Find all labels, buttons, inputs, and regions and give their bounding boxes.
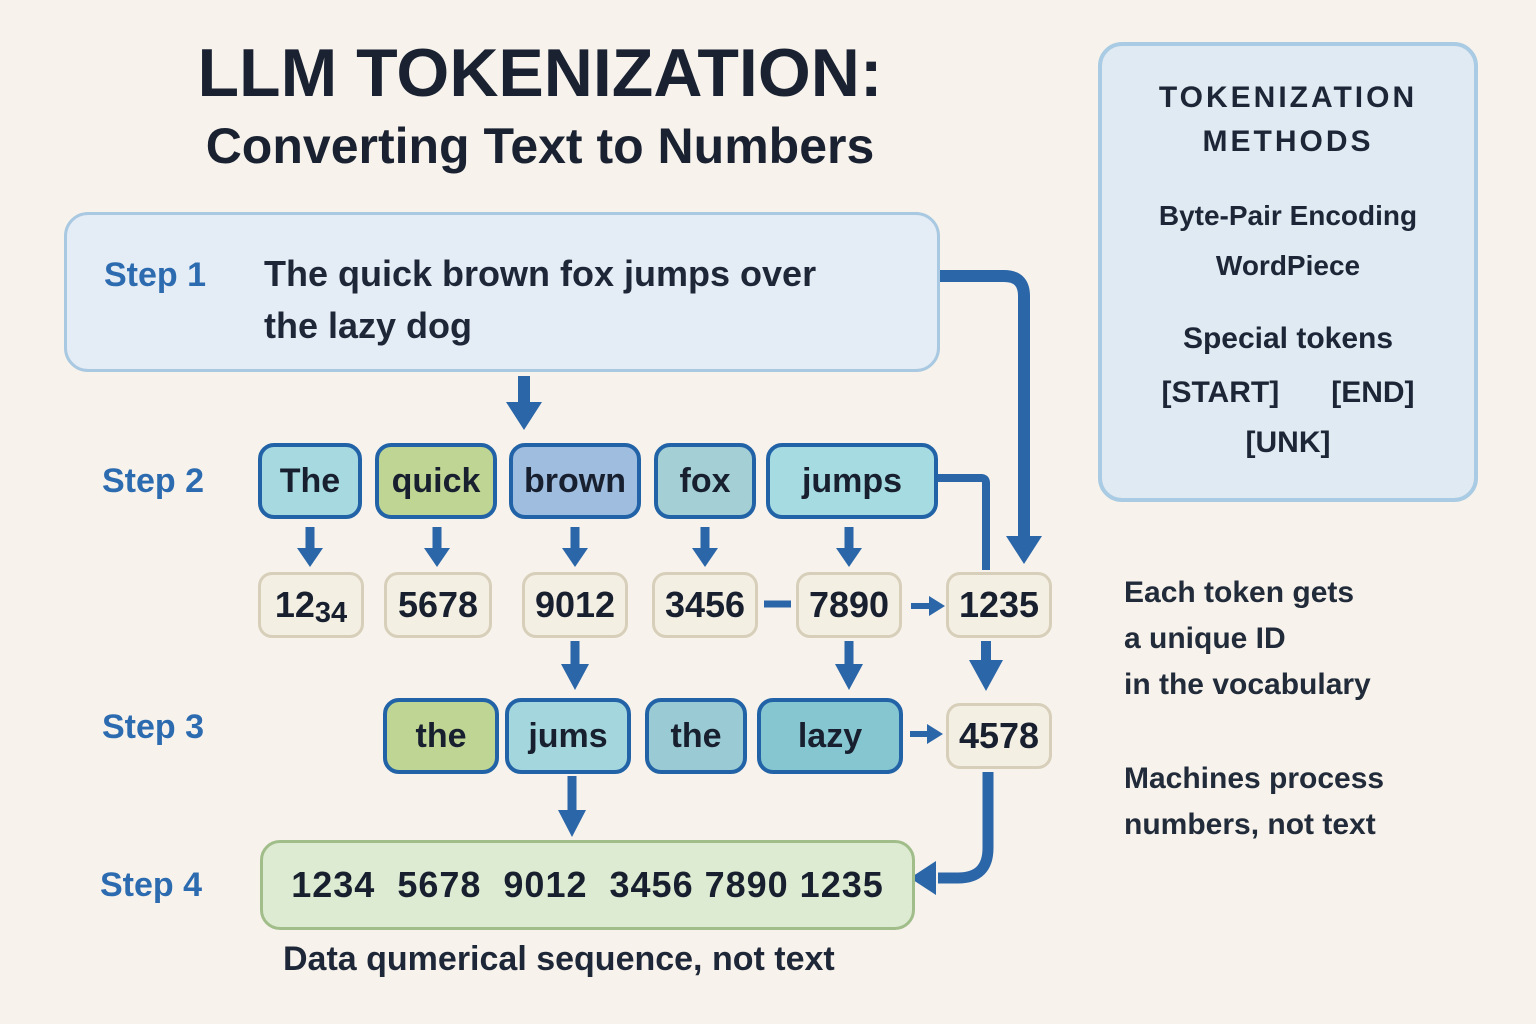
arrow-step1-down <box>506 376 542 430</box>
arrow-id7890-to-id1235 <box>911 596 945 616</box>
token-the-lower-1: the <box>383 698 499 774</box>
id-box-7890: 7890 <box>796 572 902 638</box>
method-byte-pair-encoding: Byte-Pair Encoding <box>1158 200 1418 231</box>
id-box-1235: 1235 <box>946 572 1052 638</box>
page-title: LLM TOKENIZATION: Converting Text to Num… <box>0 35 1080 175</box>
step1-sentence-line1: The quick brown fox jumps over <box>264 253 817 294</box>
arrow-id7890-to-lazy <box>835 641 863 690</box>
token-jumps: jumps <box>766 443 938 519</box>
arrow-token-the-to-id1234 <box>297 527 323 567</box>
step3-label: Step 3 <box>102 708 205 746</box>
connector-id4578-to-step4 <box>910 772 994 895</box>
token-label: lazy <box>797 716 863 755</box>
method-wordpiece: WordPiece <box>1215 250 1361 281</box>
id-value: 9012 <box>534 584 616 625</box>
token-label: the <box>670 716 722 755</box>
id-box-5678: 5678 <box>384 572 492 638</box>
note-line: Machines process <box>1124 762 1385 795</box>
step1-sentence-line2: the lazy dog <box>264 305 473 346</box>
panel-title-line2: METHODS <box>1202 125 1374 158</box>
title-line2: Converting Text to Numbers <box>205 118 875 175</box>
note-machines-process: Machines process numbers, not text <box>1124 756 1384 848</box>
token-lazy: lazy <box>757 698 903 774</box>
token-the-lower-2: the <box>645 698 747 774</box>
token-id-sequence: 1234 5678 9012 3456 7890 1235 <box>291 864 884 905</box>
step1-label: Step 1 <box>104 256 207 294</box>
token-label: quick <box>391 461 481 500</box>
step2-label: Step 2 <box>102 462 205 500</box>
connector-step1-to-id1235 <box>940 270 1042 564</box>
id-value: 5678 <box>397 584 479 625</box>
arrow-jums-to-step4 <box>558 776 586 837</box>
arrow-token-quick-to-id5678 <box>424 527 450 567</box>
step1-panel <box>64 212 940 372</box>
token-label: The <box>279 461 341 500</box>
note-line: numbers, not text <box>1124 808 1376 841</box>
step4-label: Step 4 <box>100 866 203 904</box>
note-line: in the vocabulary <box>1124 668 1371 701</box>
special-token-end: [END] <box>1331 376 1415 409</box>
token-fox: fox <box>654 443 756 519</box>
special-tokens-label: Special tokens <box>1182 322 1394 355</box>
panel-title: TOKENIZATION METHODS <box>1102 76 1474 164</box>
id-value: 12 <box>274 584 315 625</box>
id-box-4578: 4578 <box>946 703 1052 769</box>
note-line: a unique ID <box>1124 622 1286 655</box>
token-label: jumps <box>801 461 903 500</box>
id-value: 7890 <box>808 584 890 625</box>
id-value: 1235 <box>958 584 1040 625</box>
note-unique-id: Each token gets a unique ID in the vocab… <box>1124 570 1371 708</box>
title-line1: LLM TOKENIZATION: <box>197 35 883 111</box>
special-tokens-row: [START] [END] <box>1102 376 1474 410</box>
token-label: fox <box>679 461 731 500</box>
token-jums: jums <box>505 698 631 774</box>
token-the-1: The <box>258 443 362 519</box>
token-brown: brown <box>509 443 641 519</box>
arrow-token-brown-to-id9012 <box>562 527 588 567</box>
id-value-small: 34 <box>314 597 348 629</box>
tokenization-methods-panel: TOKENIZATION METHODS Byte-Pair Encoding … <box>1098 42 1478 502</box>
token-label: brown <box>524 461 626 500</box>
step4-caption: Data qumerical sequence, not text <box>283 940 835 978</box>
token-quick: quick <box>375 443 497 519</box>
panel-title-line1: TOKENIZATION <box>1158 81 1418 114</box>
token-label: the <box>415 716 467 755</box>
arrow-id9012-to-jums <box>561 641 589 690</box>
step4-sequence-box: 1234 5678 9012 3456 7890 1235 <box>260 840 915 930</box>
id-value: 3456 <box>664 584 746 625</box>
arrow-token-jumps-to-id7890 <box>836 527 862 567</box>
id-value: 4578 <box>958 715 1040 756</box>
connector-jumps-to-id1235 <box>938 474 990 570</box>
token-label: jums <box>528 716 608 755</box>
step1-sentence: The quick brown fox jumps over the lazy … <box>264 248 816 352</box>
arrow-lazy-to-id4578 <box>910 724 943 744</box>
id-box-9012: 9012 <box>522 572 628 638</box>
special-token-start: [START] <box>1161 376 1280 409</box>
special-token-unk: [UNK] <box>1245 426 1331 459</box>
arrow-id1235-to-id4578 <box>969 641 1003 691</box>
id-box-3456: 3456 <box>652 572 758 638</box>
note-line: Each token gets <box>1124 576 1355 609</box>
arrow-token-fox-to-id3456 <box>692 527 718 567</box>
